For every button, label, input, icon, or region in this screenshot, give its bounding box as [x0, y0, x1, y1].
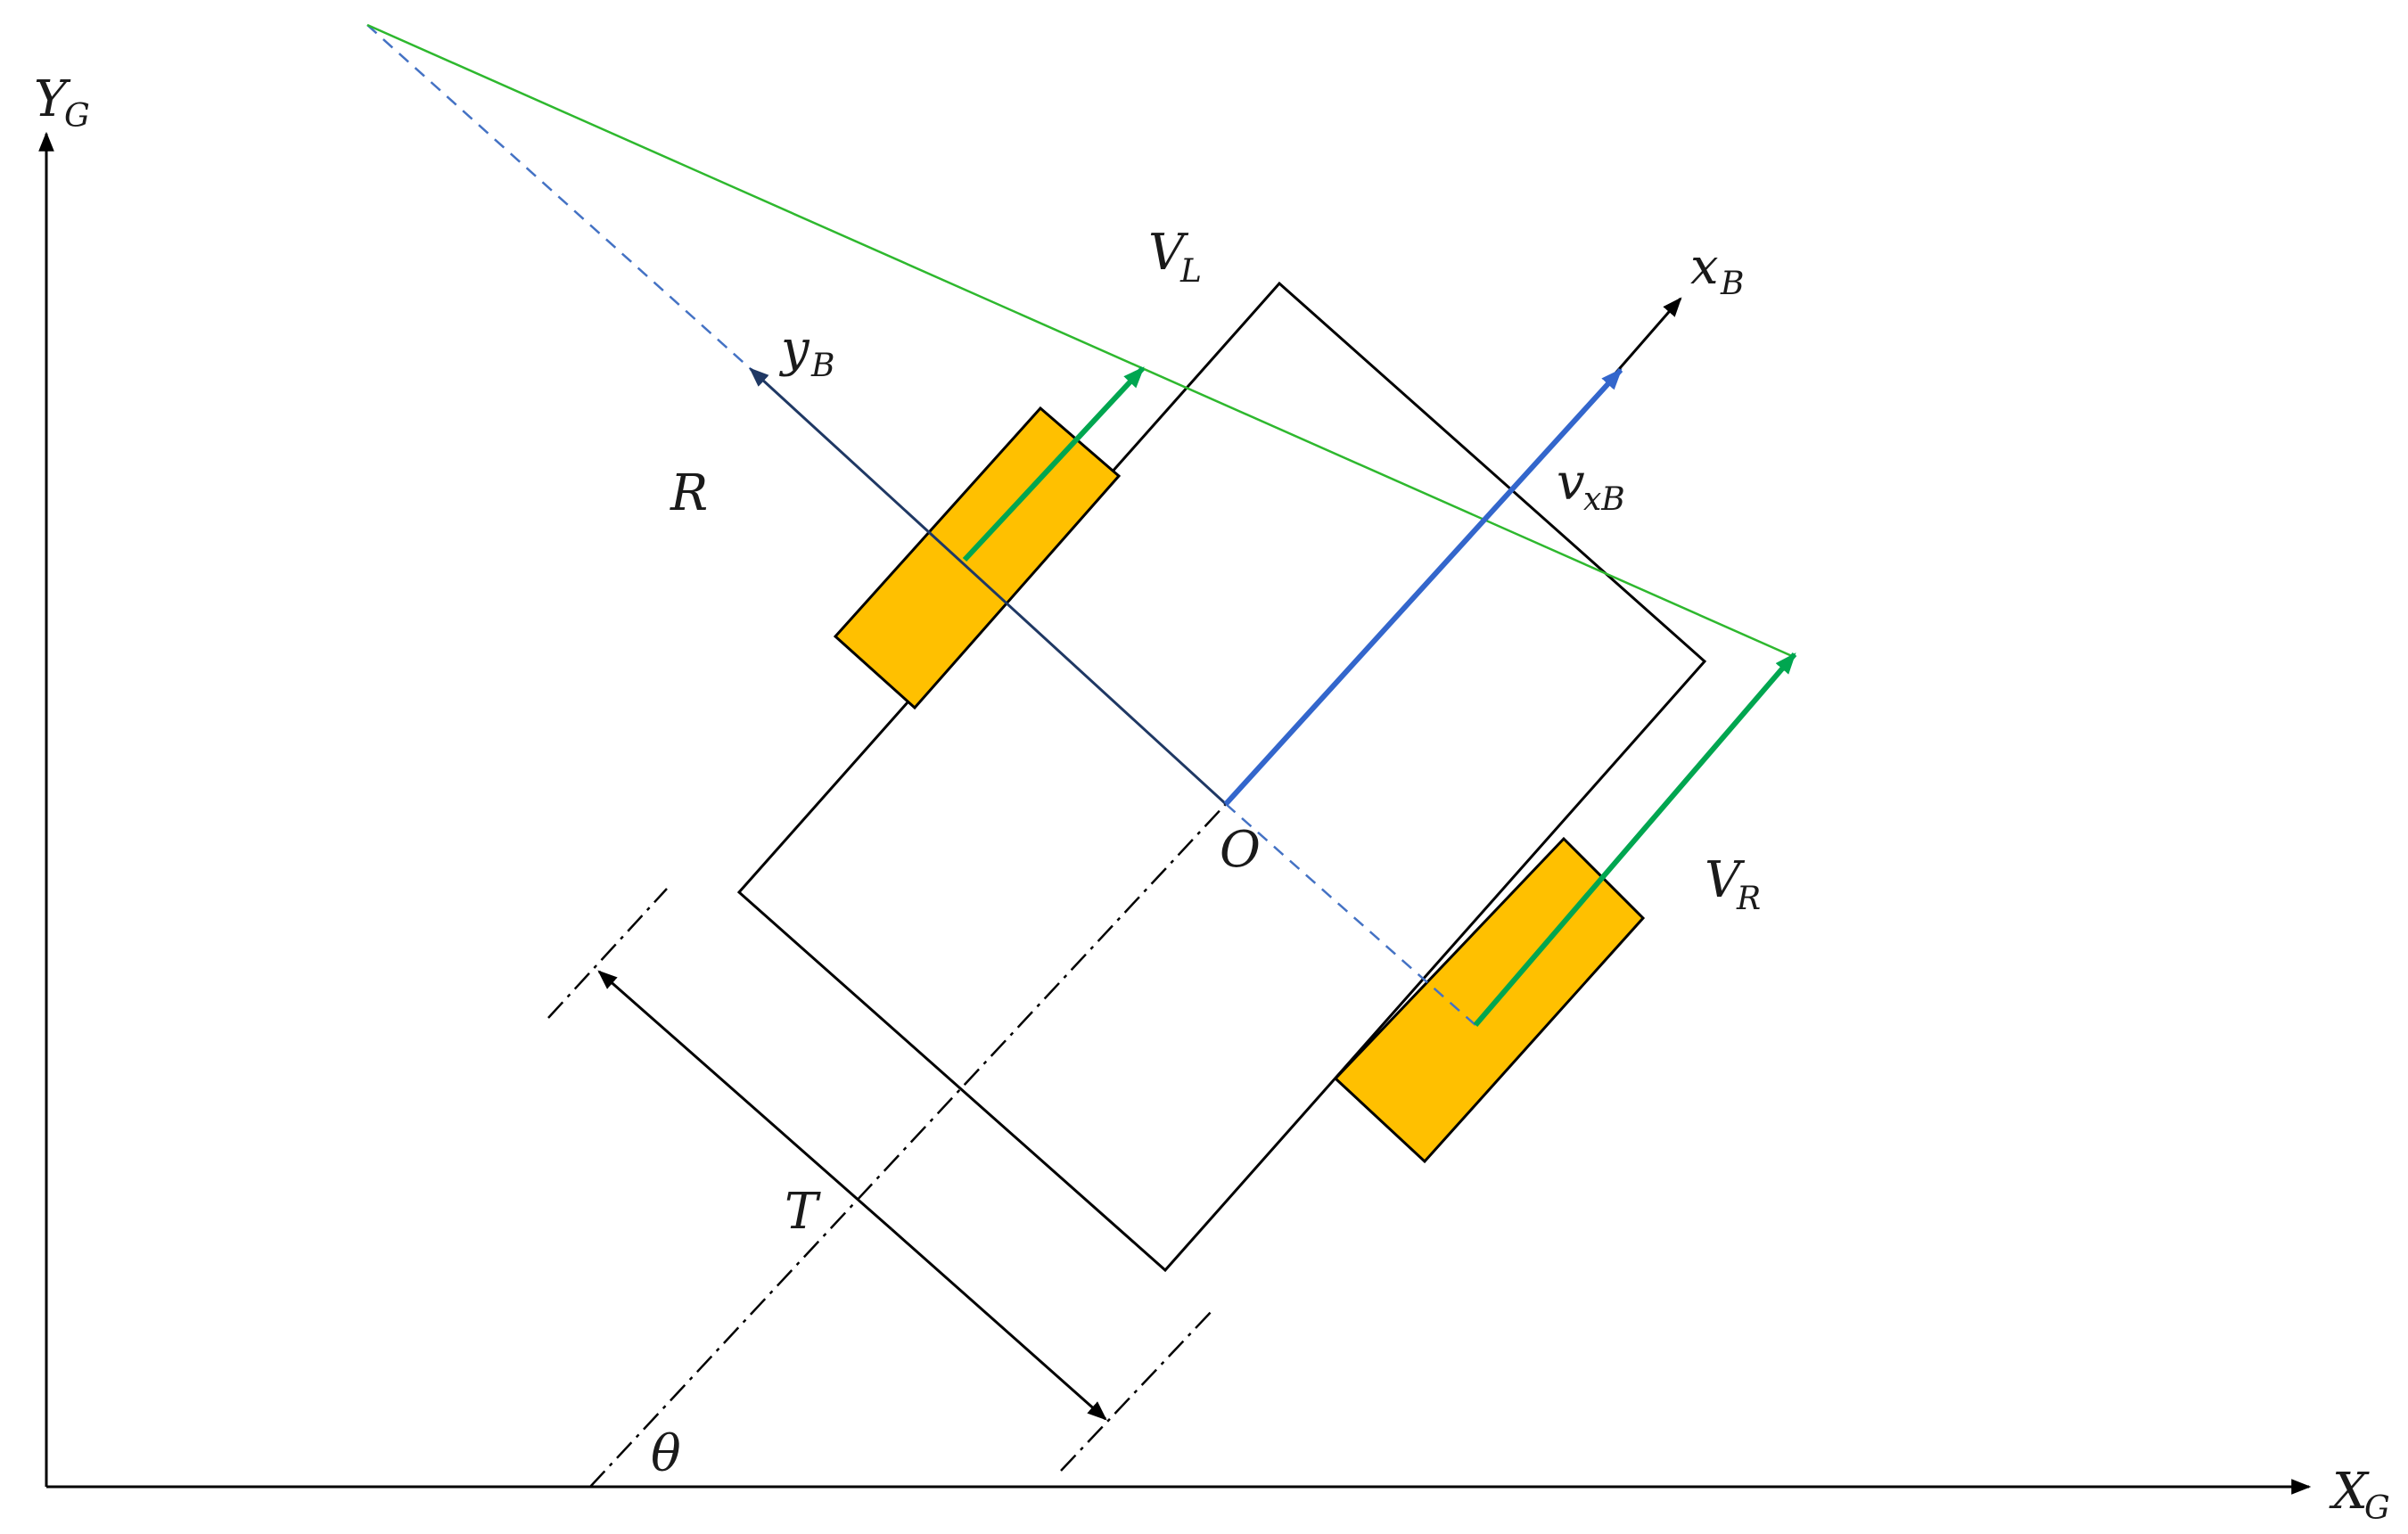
svg-text:y: y [778, 320, 810, 378]
svg-text:xB: xB [1583, 481, 1625, 518]
body-x-axis [1612, 297, 1682, 376]
svg-text:G: G [64, 98, 90, 135]
label-right-velocity: V R [1705, 851, 1761, 917]
svg-text:V: V [1705, 851, 1746, 909]
track-width-dimension-arrow [597, 970, 892, 1231]
track-width-dimension-arrow-2 [891, 1227, 1107, 1421]
svg-text:Y: Y [34, 70, 71, 128]
svg-text:B: B [810, 348, 834, 384]
label-track-width: T [785, 1183, 821, 1241]
body-y-axis [749, 367, 1228, 806]
label-global-y: Y G [34, 70, 90, 135]
icr-dashed-line-lower [1225, 803, 1476, 1026]
left-wheel-velocity-vector [962, 365, 1146, 562]
label-global-x: X G [2329, 1463, 2390, 1527]
left-wheel [833, 406, 1122, 710]
label-heading-angle: θ [651, 1425, 681, 1483]
svg-text:x: x [1690, 238, 1719, 296]
track-width-extension-right [1060, 1309, 1213, 1472]
svg-text:B: B [1720, 266, 1744, 302]
label-radius: R [670, 464, 708, 522]
svg-text:R: R [1736, 881, 1761, 917]
forward-velocity-vector [1223, 367, 1623, 807]
svg-text:V: V [1148, 224, 1189, 282]
svg-text:v: v [1557, 454, 1585, 512]
svg-text:X: X [2329, 1463, 2370, 1521]
track-width-extension-left [547, 888, 668, 1019]
svg-text:L: L [1179, 253, 1202, 290]
heading-reference-line [589, 803, 1227, 1488]
robot-body [736, 281, 1707, 1273]
label-origin: O [1220, 821, 1261, 879]
svg-text:G: G [2364, 1490, 2390, 1527]
icr-dashed-line [366, 24, 752, 370]
right-wheel-velocity-vector [1473, 652, 1797, 1027]
label-body-y: y B [778, 320, 834, 384]
label-forward-velocity: v xB [1557, 454, 1625, 518]
label-body-x: x B [1690, 238, 1744, 302]
label-left-velocity: V L [1148, 224, 1202, 290]
icr-velocity-line [366, 23, 1793, 658]
